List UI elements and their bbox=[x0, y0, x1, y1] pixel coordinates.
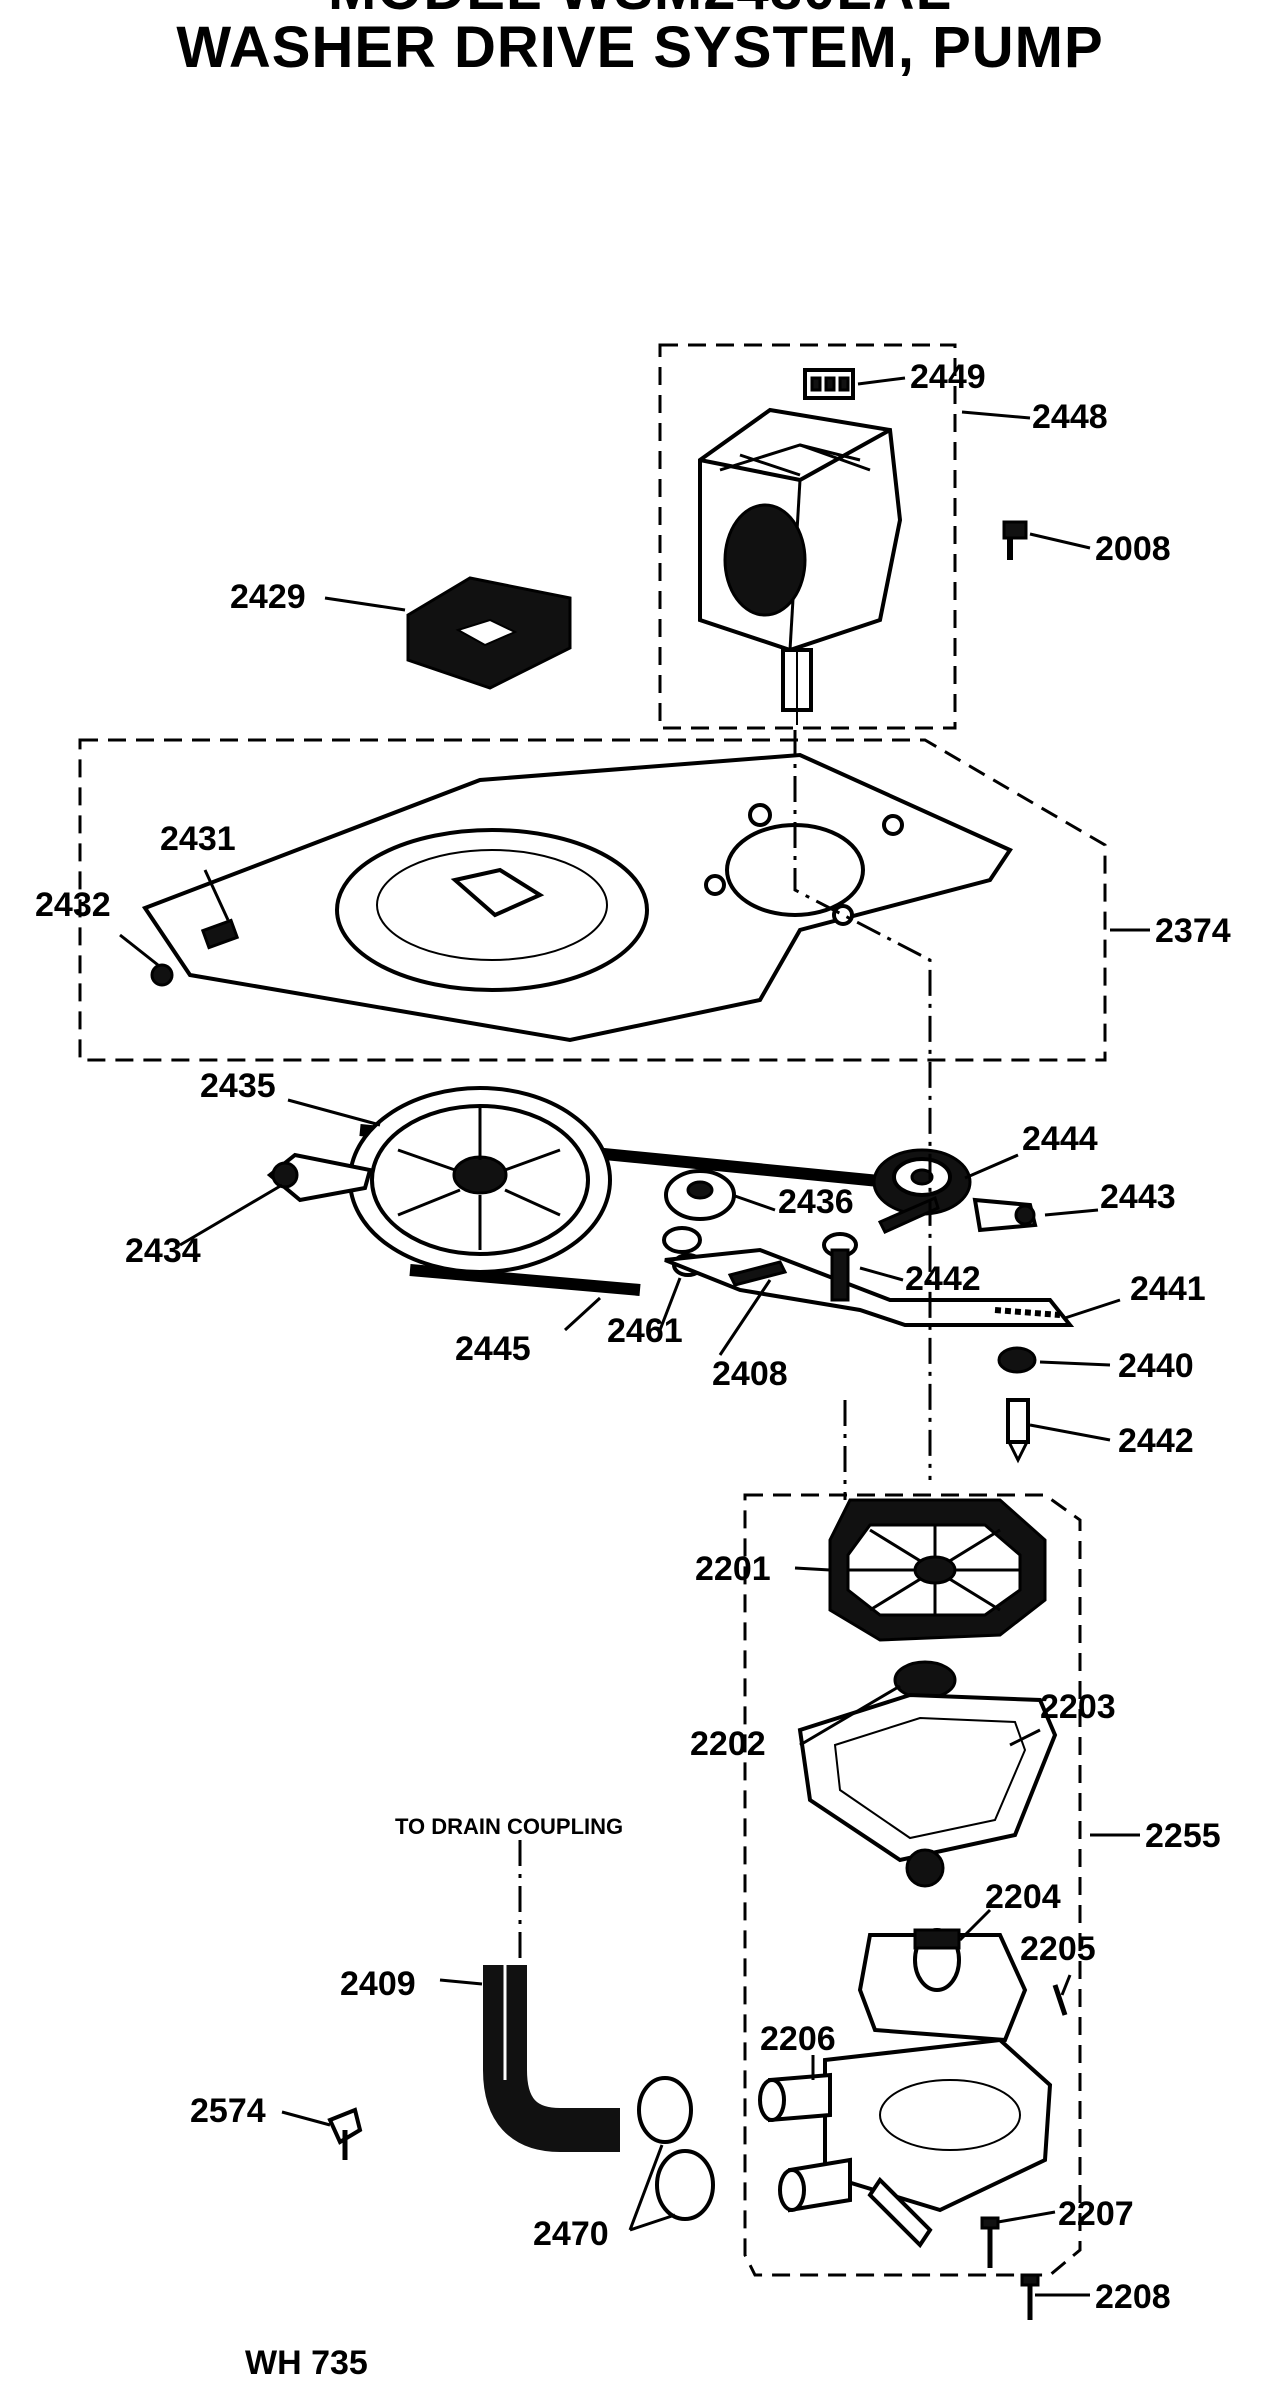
drain-coupling-note: TO DRAIN COUPLING bbox=[395, 1814, 623, 1839]
part-number-labels: 2449 2448 2008 2429 2431 2432 2374 2435 … bbox=[35, 358, 1231, 2316]
label-2431: 2431 bbox=[160, 820, 236, 858]
drain-hose-group bbox=[327, 1840, 715, 2221]
label-2204: 2204 bbox=[985, 1878, 1061, 1916]
diagram-title: WASHER DRIVE SYSTEM, PUMP bbox=[176, 15, 1104, 80]
pump-assembly-group bbox=[743, 1493, 1082, 2320]
mounting-plate-group bbox=[78, 738, 1107, 1062]
diagram-code: WH 735 bbox=[245, 2344, 368, 2382]
label-2449: 2449 bbox=[910, 358, 986, 396]
label-2201: 2201 bbox=[695, 1550, 771, 1588]
label-2255: 2255 bbox=[1145, 1817, 1221, 1855]
leader-lines bbox=[119, 376, 1150, 2297]
label-2440: 2440 bbox=[1118, 1347, 1194, 1385]
label-2429: 2429 bbox=[230, 578, 306, 616]
label-2374: 2374 bbox=[1155, 912, 1231, 950]
shaft-alignment-line bbox=[793, 730, 932, 1480]
label-2207: 2207 bbox=[1058, 2195, 1134, 2233]
label-2408: 2408 bbox=[712, 1355, 788, 1393]
label-2442-stud: 2442 bbox=[905, 1260, 981, 1298]
label-2008: 2008 bbox=[1095, 530, 1171, 568]
label-2208: 2208 bbox=[1095, 2278, 1171, 2316]
label-2461: 2461 bbox=[607, 1312, 683, 1350]
label-2448: 2448 bbox=[1032, 398, 1108, 436]
label-2202: 2202 bbox=[690, 1725, 766, 1763]
label-2434: 2434 bbox=[125, 1232, 201, 1270]
label-2442-pin: 2442 bbox=[1118, 1422, 1194, 1460]
label-2205: 2205 bbox=[1020, 1930, 1096, 1968]
label-2470: 2470 bbox=[533, 2215, 609, 2253]
label-2445: 2445 bbox=[455, 1330, 531, 1368]
motor-assembly-group bbox=[658, 343, 1028, 730]
label-2409: 2409 bbox=[340, 1965, 416, 2003]
label-2206: 2206 bbox=[760, 2020, 836, 2058]
motor-pad bbox=[406, 576, 572, 690]
label-2441: 2441 bbox=[1130, 1270, 1206, 1308]
drive-pulley-and-belt bbox=[266, 1086, 1075, 1464]
label-2203: 2203 bbox=[1040, 1688, 1116, 1726]
model-title: MODEL WSM2480LAL bbox=[0, 0, 1280, 23]
label-2432: 2432 bbox=[35, 886, 111, 924]
label-2436: 2436 bbox=[778, 1183, 854, 1221]
label-2444: 2444 bbox=[1022, 1120, 1098, 1158]
label-2443: 2443 bbox=[1100, 1178, 1176, 1216]
label-2435: 2435 bbox=[200, 1067, 276, 1105]
label-2574: 2574 bbox=[190, 2092, 266, 2130]
